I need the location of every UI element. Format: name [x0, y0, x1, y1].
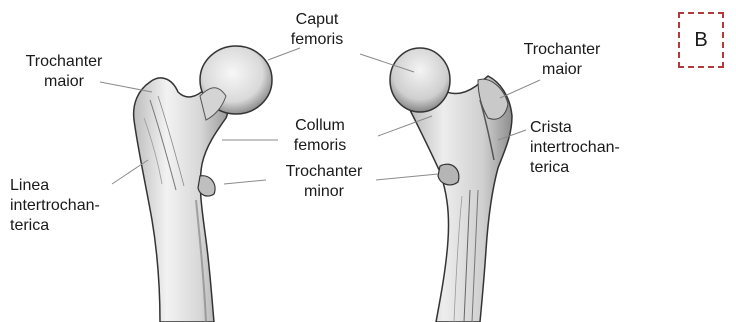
label-linea-line2: intertrochan- — [10, 196, 140, 216]
leader-trochanter-maior-right — [500, 80, 540, 98]
leader-trochanter-minor-right — [376, 174, 438, 180]
label-trochanter-maior-right: Trochanter maior — [502, 40, 622, 80]
label-caput-line2: femoris — [262, 30, 372, 50]
right-femoral-head — [390, 48, 450, 112]
label-trochanter-maior-left-line1: Trochanter — [4, 52, 124, 72]
right-femur — [390, 48, 512, 322]
label-trochanter-maior-left-line2: maior — [4, 72, 124, 92]
panel-letter-box: B — [678, 12, 724, 68]
leader-trochanter-minor-left — [224, 180, 266, 184]
label-collum-line1: Collum — [270, 116, 370, 136]
label-linea-line1: Linea — [10, 176, 140, 196]
label-caput-line1: Caput — [262, 10, 372, 30]
label-trochanter-minor-line2: minor — [264, 182, 384, 202]
label-trochanter-minor: Trochanter minor — [264, 162, 384, 202]
right-lesser-trochanter — [438, 164, 459, 185]
label-trochanter-maior-right-line1: Trochanter — [502, 40, 622, 60]
label-crista-line1: Crista — [530, 118, 660, 138]
label-trochanter-maior-right-line2: maior — [502, 60, 622, 80]
left-lesser-trochanter — [198, 176, 215, 196]
panel-letter: B — [680, 28, 722, 52]
label-linea-line3: terica — [10, 216, 140, 236]
label-crista-line2: intertrochan- — [530, 138, 660, 158]
label-caput-femoris: Caput femoris — [262, 10, 372, 50]
label-linea-intertrochanterica: Linea intertrochan- terica — [10, 176, 140, 236]
label-crista-intertrochanterica: Crista intertrochan- terica — [530, 118, 660, 178]
label-collum-femoris: Collum femoris — [270, 116, 370, 156]
label-trochanter-maior-left: Trochanter maior — [4, 52, 124, 92]
label-trochanter-minor-line1: Trochanter — [264, 162, 384, 182]
label-crista-line3: terica — [530, 158, 660, 178]
label-collum-line2: femoris — [270, 136, 370, 156]
left-femur — [134, 46, 272, 322]
